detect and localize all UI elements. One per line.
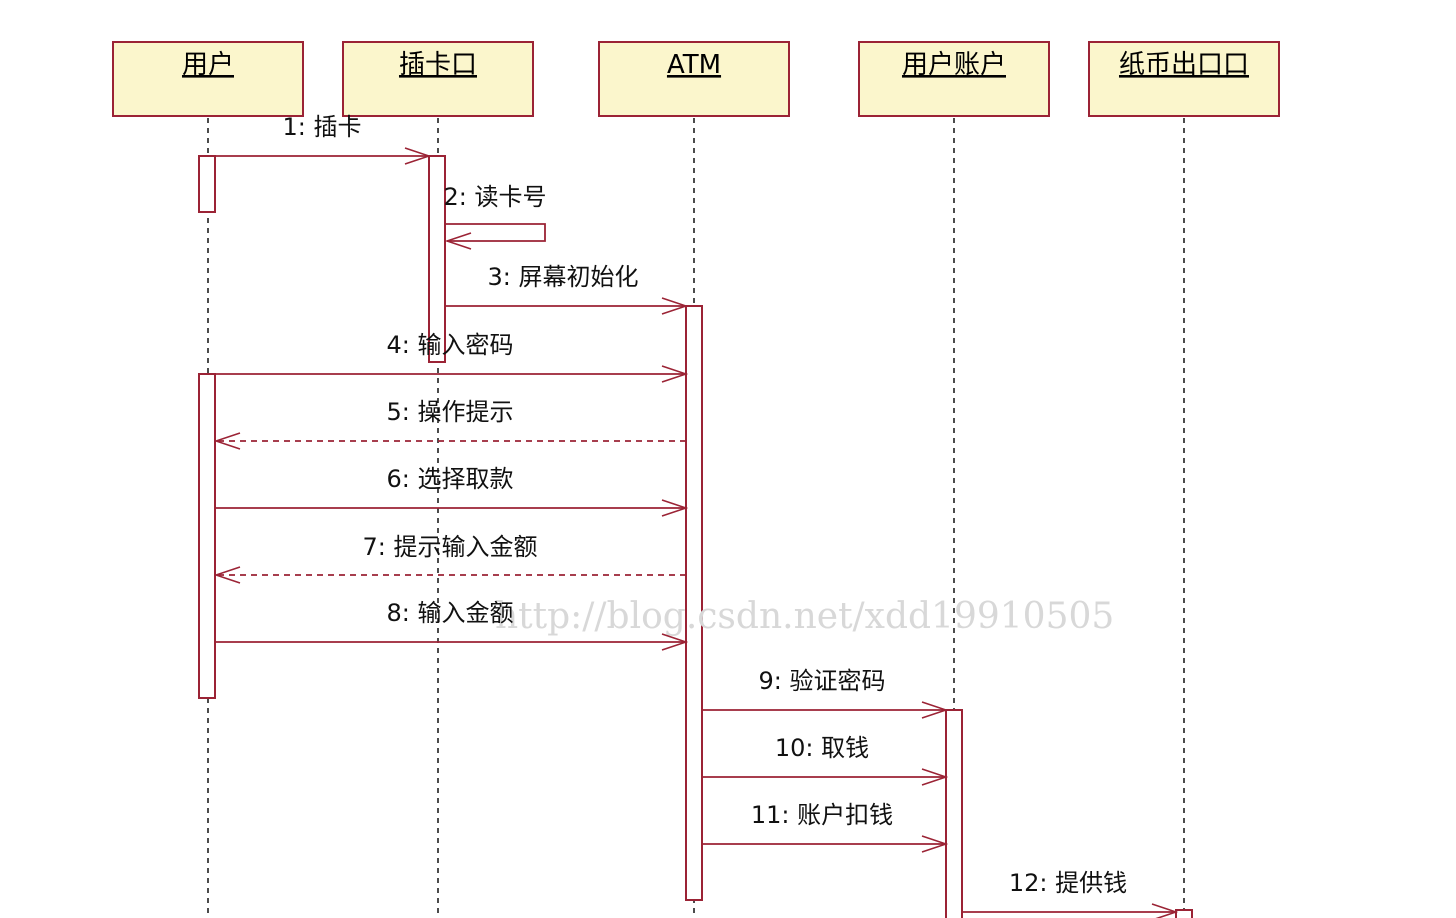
message-labels: 1: 插卡 2: 读卡号 3: 屏幕初始化 4: 输入密码 5: 操作提示 6:… (283, 113, 1128, 897)
activation-card-slot (428, 155, 446, 363)
message-label-5: 5: 操作提示 (387, 398, 514, 426)
messages (215, 156, 1176, 912)
message-label-8: 8: 输入金额 (387, 599, 514, 627)
message-label-9: 9: 验证密码 (759, 667, 886, 695)
object-label-atm: ATM (667, 50, 721, 80)
activation-bars (198, 155, 1193, 918)
message-arrow-2 (445, 223, 546, 241)
message-label-3: 3: 屏幕初始化 (488, 263, 639, 291)
object-label-cash-slot: 纸币出口口 (1119, 50, 1249, 80)
activation-cash-slot (1175, 909, 1193, 918)
message-label-4: 4: 输入密码 (387, 331, 514, 359)
message-label-10: 10: 取钱 (775, 734, 869, 762)
object-label-card-slot: 插卡口 (399, 50, 477, 80)
activation-account (945, 709, 963, 918)
object-account[interactable]: 用户账户 (858, 41, 1050, 117)
watermark-text: http://blog.csdn.net/xdd19910505 (495, 596, 1114, 637)
object-cash-slot[interactable]: 纸币出口口 (1088, 41, 1280, 117)
activation-user-1 (198, 155, 216, 213)
object-atm[interactable]: ATM (598, 41, 790, 117)
object-boxes: 用户 插卡口 ATM 用户账户 纸币出口口 (112, 41, 1280, 117)
message-label-7: 7: 提示输入金额 (363, 533, 538, 561)
object-card-slot[interactable]: 插卡口 (342, 41, 534, 117)
message-label-2: 2: 读卡号 (444, 183, 547, 211)
activation-atm (685, 305, 703, 901)
object-user[interactable]: 用户 (112, 41, 304, 117)
message-label-11: 11: 账户扣钱 (751, 801, 893, 829)
message-label-12: 12: 提供钱 (1009, 869, 1127, 897)
object-label-account: 用户账户 (902, 50, 1006, 80)
object-label-user: 用户 (182, 50, 234, 80)
message-label-6: 6: 选择取款 (387, 465, 514, 493)
activation-user-2 (198, 373, 216, 699)
message-label-1: 1: 插卡 (283, 113, 362, 141)
